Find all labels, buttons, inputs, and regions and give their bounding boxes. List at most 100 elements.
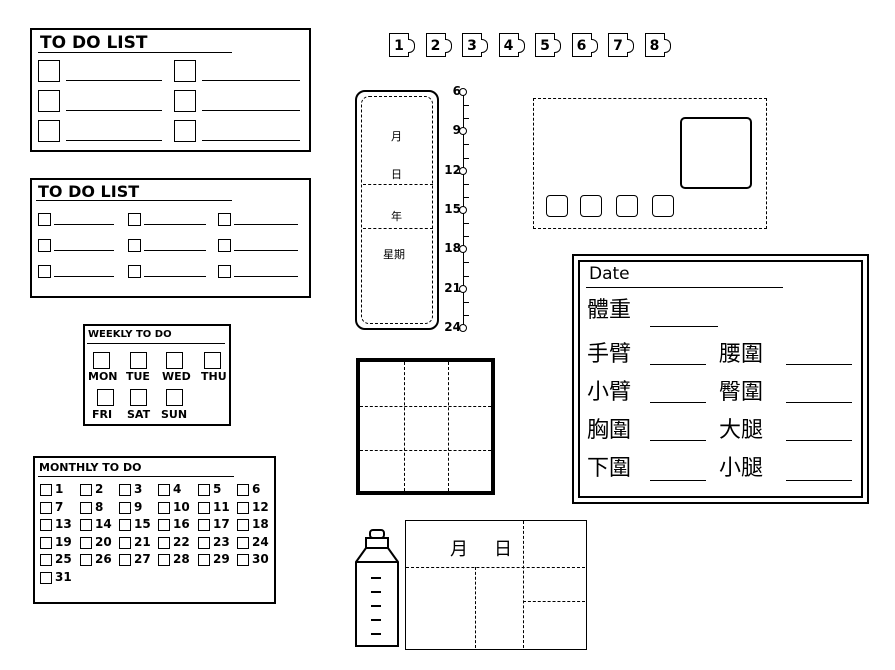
write-line[interactable] [144,276,206,277]
checkbox[interactable] [38,90,60,112]
day-checkbox[interactable] [198,519,210,531]
write-line[interactable] [234,276,298,277]
write-line[interactable] [144,224,206,225]
day-checkbox[interactable] [119,519,131,531]
checkbox[interactable] [218,213,231,226]
write-line[interactable] [786,364,852,365]
day-checkbox[interactable] [237,536,249,549]
checkbox[interactable] [38,265,51,278]
write-line[interactable] [650,364,706,365]
day-checkbox[interactable] [40,519,52,531]
write-line[interactable] [786,402,852,403]
checkbox[interactable] [174,120,196,142]
day-checkbox[interactable] [40,484,52,496]
checkbox[interactable] [174,60,196,82]
number-tab[interactable]: 4 [498,33,525,57]
day-checkbox[interactable] [198,484,210,496]
timeline-node [459,166,467,175]
checkbox[interactable] [38,213,51,226]
write-line[interactable] [234,250,298,251]
day-checkbox[interactable] [158,554,170,566]
checkbox[interactable] [128,213,141,226]
timeline-hour-label: 15 [444,202,461,216]
checkbox[interactable] [38,239,51,252]
number-tab[interactable]: 5 [535,33,561,57]
todo-list-1: TO DO LIST [30,28,311,152]
write-line[interactable] [202,140,300,141]
day-checkbox[interactable] [237,501,249,514]
small-box[interactable] [580,195,602,217]
checkbox-tue[interactable] [130,352,147,369]
day-checkbox[interactable] [80,501,92,514]
day-checkbox[interactable] [80,519,92,531]
timeline-node [459,127,467,136]
small-box[interactable] [652,195,674,217]
number-tab[interactable]: 6 [571,33,598,57]
stamp-square[interactable] [680,117,752,189]
day-checkbox[interactable] [119,484,131,496]
day-checkbox[interactable] [40,571,52,584]
checkbox[interactable] [128,265,141,278]
day-checkbox[interactable] [237,554,249,566]
checkbox-thu[interactable] [204,352,221,369]
write-line[interactable] [54,276,114,277]
day-checkbox[interactable] [80,536,92,549]
day-checkbox[interactable] [237,519,249,531]
weekday-label-sun: SUN [161,408,188,421]
checkbox[interactable] [38,120,60,142]
day-checkbox[interactable] [40,501,52,514]
number-tab[interactable]: 1 [389,33,415,57]
day-checkbox[interactable] [158,536,170,549]
write-line[interactable] [234,224,298,225]
write-line[interactable] [202,80,300,81]
checkbox[interactable] [218,239,231,252]
day-checkbox[interactable] [40,536,52,549]
write-line[interactable] [650,440,706,441]
number-tab[interactable]: 7 [608,33,634,57]
day-checkbox[interactable] [119,554,131,566]
day-checkbox[interactable] [80,484,92,496]
checkbox[interactable] [174,90,196,112]
checkbox-fri[interactable] [97,389,114,406]
grid-line [406,567,585,568]
write-line[interactable] [54,250,114,251]
write-line[interactable] [650,480,706,481]
write-line[interactable] [54,224,114,225]
date-line[interactable] [586,287,783,288]
checkbox[interactable] [218,265,231,278]
checkbox-sat[interactable] [130,389,147,406]
checkbox-mon[interactable] [93,352,110,369]
day-checkbox[interactable] [119,536,131,549]
number-tab[interactable]: 8 [644,33,671,57]
write-line[interactable] [66,80,162,81]
day-checkbox[interactable] [158,519,170,531]
number-tab[interactable]: 3 [462,33,488,57]
day-number: 30 [252,552,269,566]
write-line[interactable] [786,480,852,481]
day-checkbox[interactable] [40,554,52,566]
small-box[interactable] [546,195,568,217]
write-line[interactable] [66,110,162,111]
day-checkbox[interactable] [237,484,249,496]
checkbox[interactable] [38,60,60,82]
day-number: 11 [213,499,230,514]
day-checkbox[interactable] [198,536,210,549]
day-checkbox[interactable] [158,484,170,496]
write-line[interactable] [650,402,706,403]
grid-day-label: 日 [494,539,512,560]
checkbox[interactable] [128,239,141,252]
write-line[interactable] [66,140,162,141]
weight-line[interactable] [650,326,718,327]
number-tab[interactable]: 2 [425,33,452,57]
write-line[interactable] [144,250,206,251]
day-checkbox[interactable] [198,554,210,566]
day-checkbox[interactable] [158,501,170,514]
day-checkbox[interactable] [80,554,92,566]
checkbox-wed[interactable] [166,352,183,369]
write-line[interactable] [786,440,852,441]
day-checkbox[interactable] [198,501,210,514]
checkbox-sun[interactable] [166,389,183,406]
day-checkbox[interactable] [119,501,131,514]
write-line[interactable] [202,110,300,111]
small-box[interactable] [616,195,638,217]
